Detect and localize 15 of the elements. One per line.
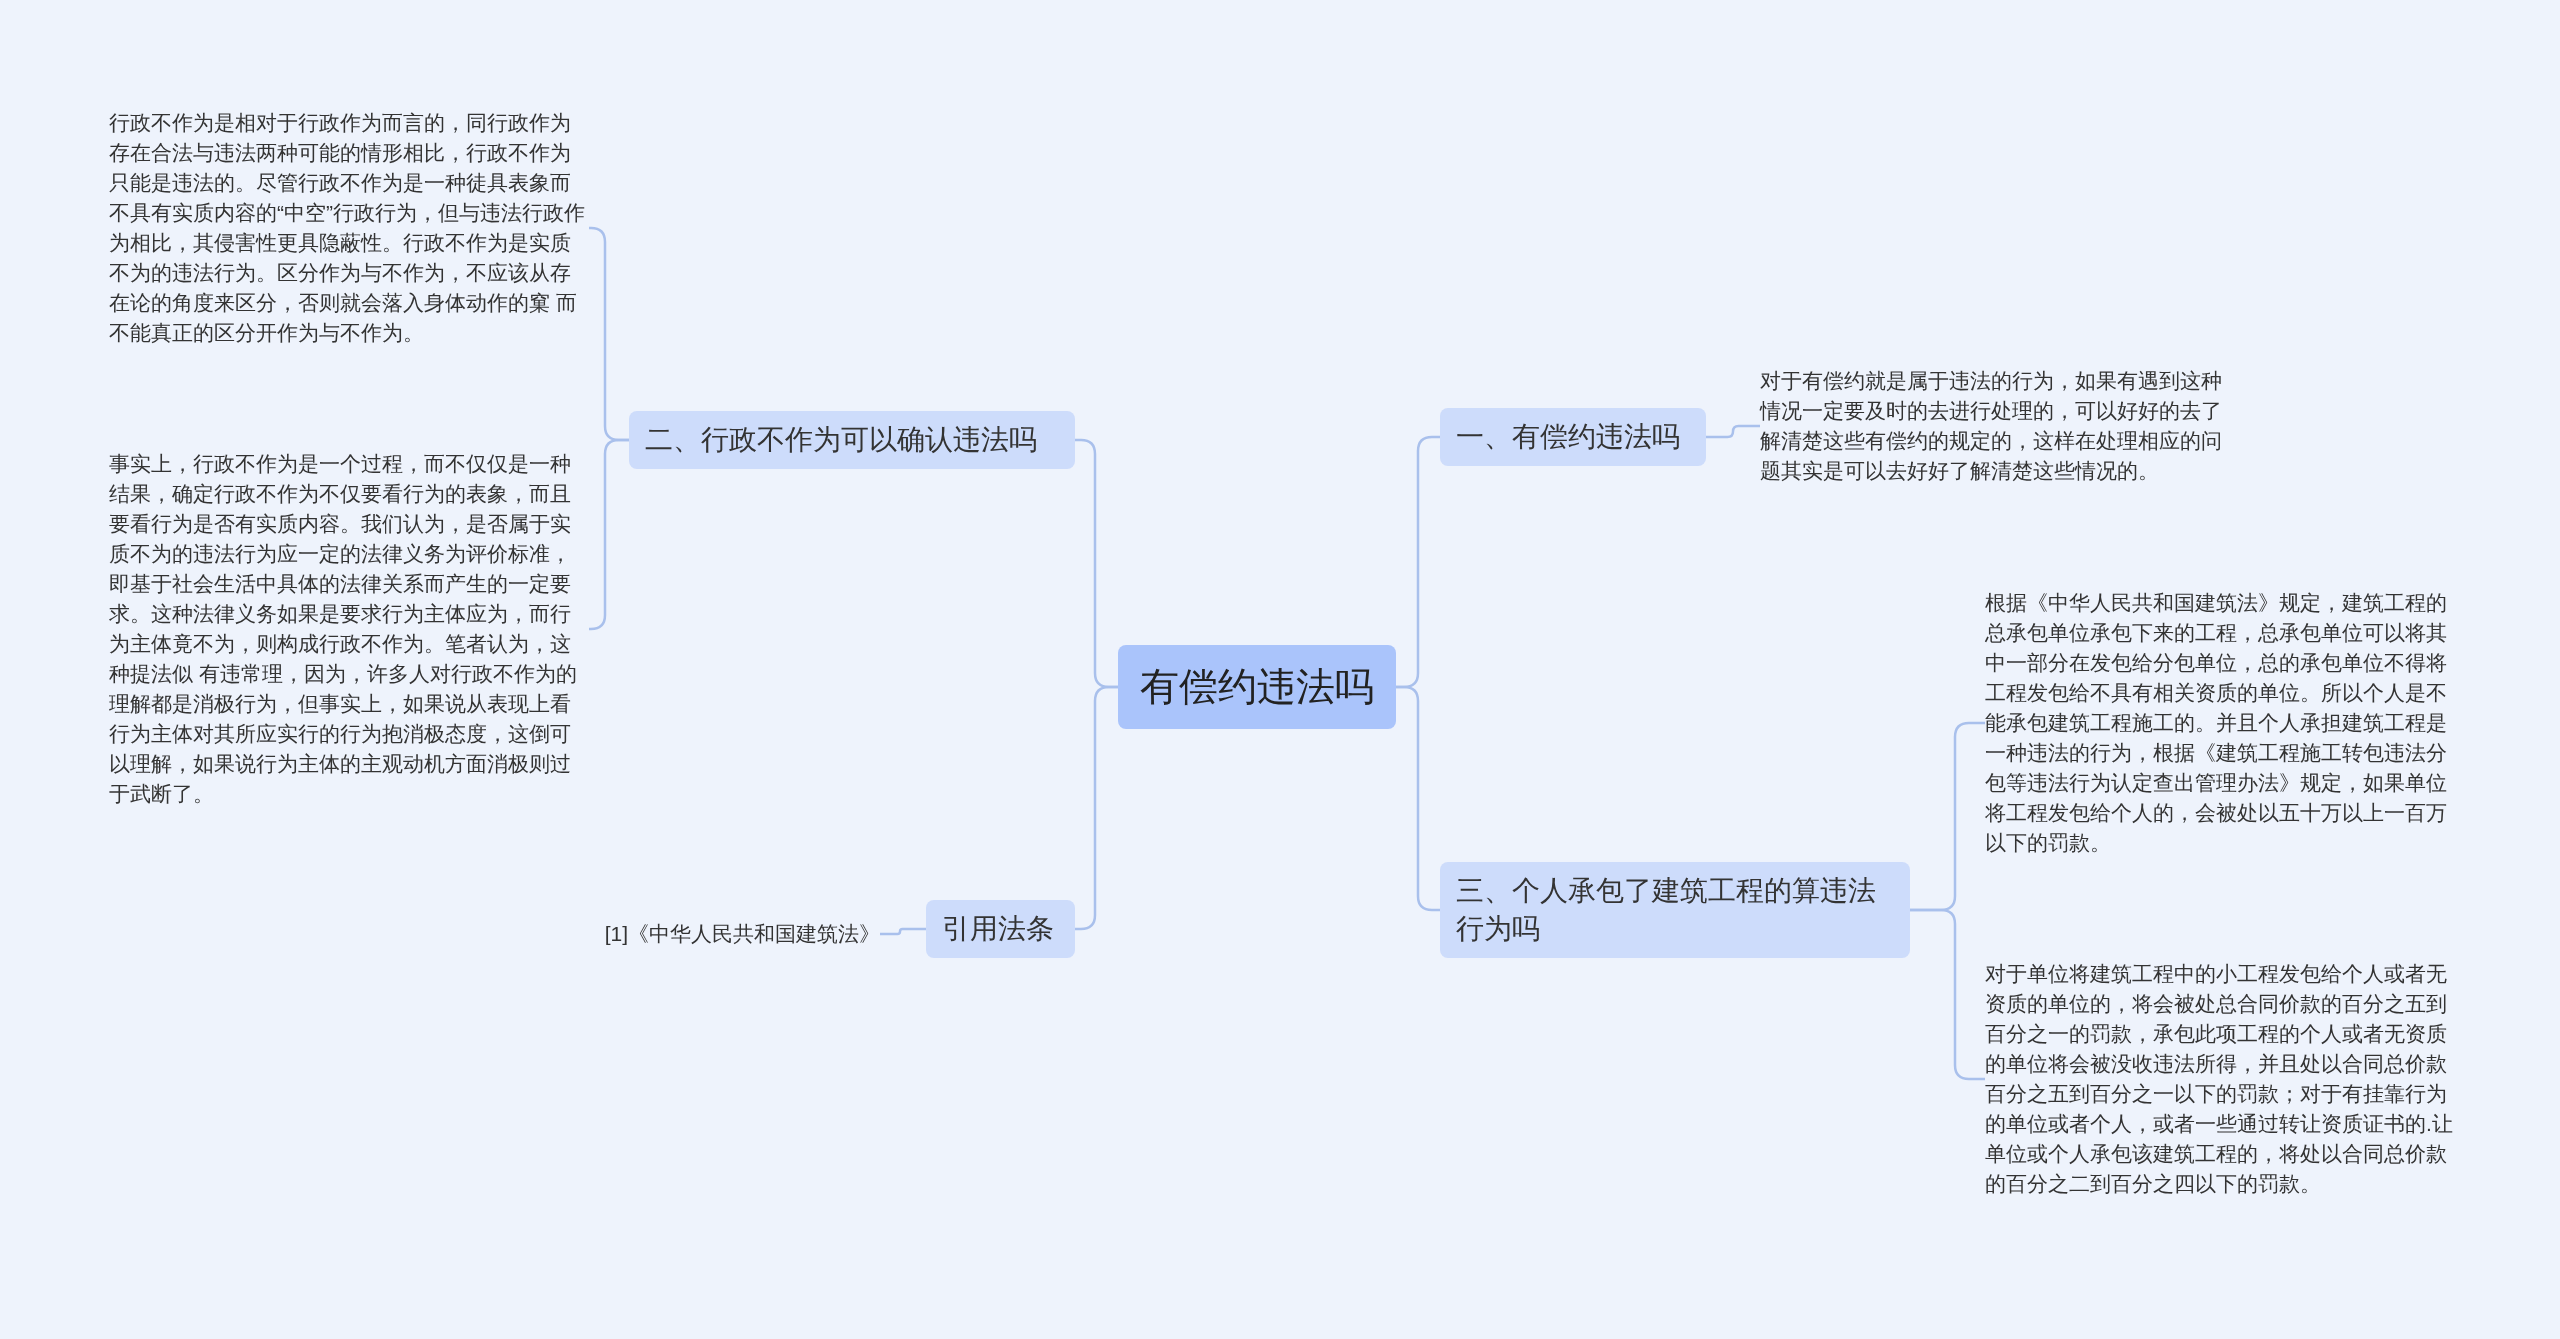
reference-text: [1]《中华人民共和国建筑法》 bbox=[560, 919, 880, 949]
note-text: 行政不作为是相对于行政作为而言的，同行政作为存在合法与违法两种可能的情形相比，行政不作为只能是违法的。尽管行政不作为是一种徒具表象而不具有实质内容的“中空”行政行为，但与违法行政作为相比，其侵害性更具隐蔽性。行政不作为是实质不为的违法行为。区分作为与不作为，不应该从存在论的角度来区分，否则就会落入身体动作的窠 而不能真正的区分开作为与不作为。 bbox=[109, 108, 589, 348]
note-text: 对于单位将建筑工程中的小工程发包给个人或者无资质的单位的，将会被处总合同价款的百分之五到百分之一的罚款，承包此项工程的个人或者无资质的单位将会被没收违法所得，并且处以合同总价款百分之五到百分之一以下的罚款；对于有挂靠行为的单位或者个人，或者一些通过转让资质证书的.让单位或个人承包该建筑工程的，将处以合同总价款的百分之二到百分之四以下的罚款。 bbox=[1985, 959, 2465, 1199]
topic-box: 引用法条 bbox=[926, 900, 1075, 958]
connector-line bbox=[1706, 424, 1760, 439]
note-text: 事实上，行政不作为是一个过程，而不仅仅是一种结果，确定行政不作为不仅要看行为的表象，而且要看行为是否有实质内容。我们认为，是否属于实质不为的违法行为应一定的法律义务为评价标准，即基于社会生活中具体的法律关系而产生的一定要求。这种法律义务如果是要求行为主体应为，而行为主体竟不为，则构成行政不作为。笔者认为，这种提法似 有违常理，因为，许多人对行政不作为的理解都是消极行为，但事实上，如果说从表现上看行为主体对其所应实行的行为抱消极态度，这倒可以理解，如果说行为主体的主观动机方面消极则过于武断了。 bbox=[109, 449, 589, 809]
connector-line bbox=[589, 438, 629, 631]
topic-box: 二、行政不作为可以确认违法吗 bbox=[629, 411, 1075, 469]
note-text: 根据《中华人民共和国建筑法》规定，建筑工程的总承包单位承包下来的工程，总承包单位可以将其中一部分在发包给分包单位，总的承包单位不得将工程发包给不具有相关资质的单位。所以个人是不能承包建筑工程施工的。并且个人承担建筑工程是一种违法的行为，根据《建筑工程施工转包违法分包等违法行为认定查出管理办法》规定，如果单位将工程发包给个人的，会被处以五十万以上一百万以下的罚款。 bbox=[1985, 588, 2465, 858]
note-text: 对于有偿约就是属于违法的行为，如果有遇到这种情况一定要及时的去进行处理的，可以好好的去了解清楚这些有偿约的规定的，这样在处理相应的问题其实是可以去好好了解清楚这些情况的。 bbox=[1760, 366, 2240, 486]
central-topic: 有偿约违法吗 bbox=[1118, 645, 1396, 729]
topic-box: 一、有偿约违法吗 bbox=[1440, 408, 1706, 466]
connector-line bbox=[1396, 685, 1440, 912]
topic-box: 三、个人承包了建筑工程的算违法行为吗 bbox=[1440, 862, 1910, 958]
connector-line bbox=[880, 927, 926, 936]
